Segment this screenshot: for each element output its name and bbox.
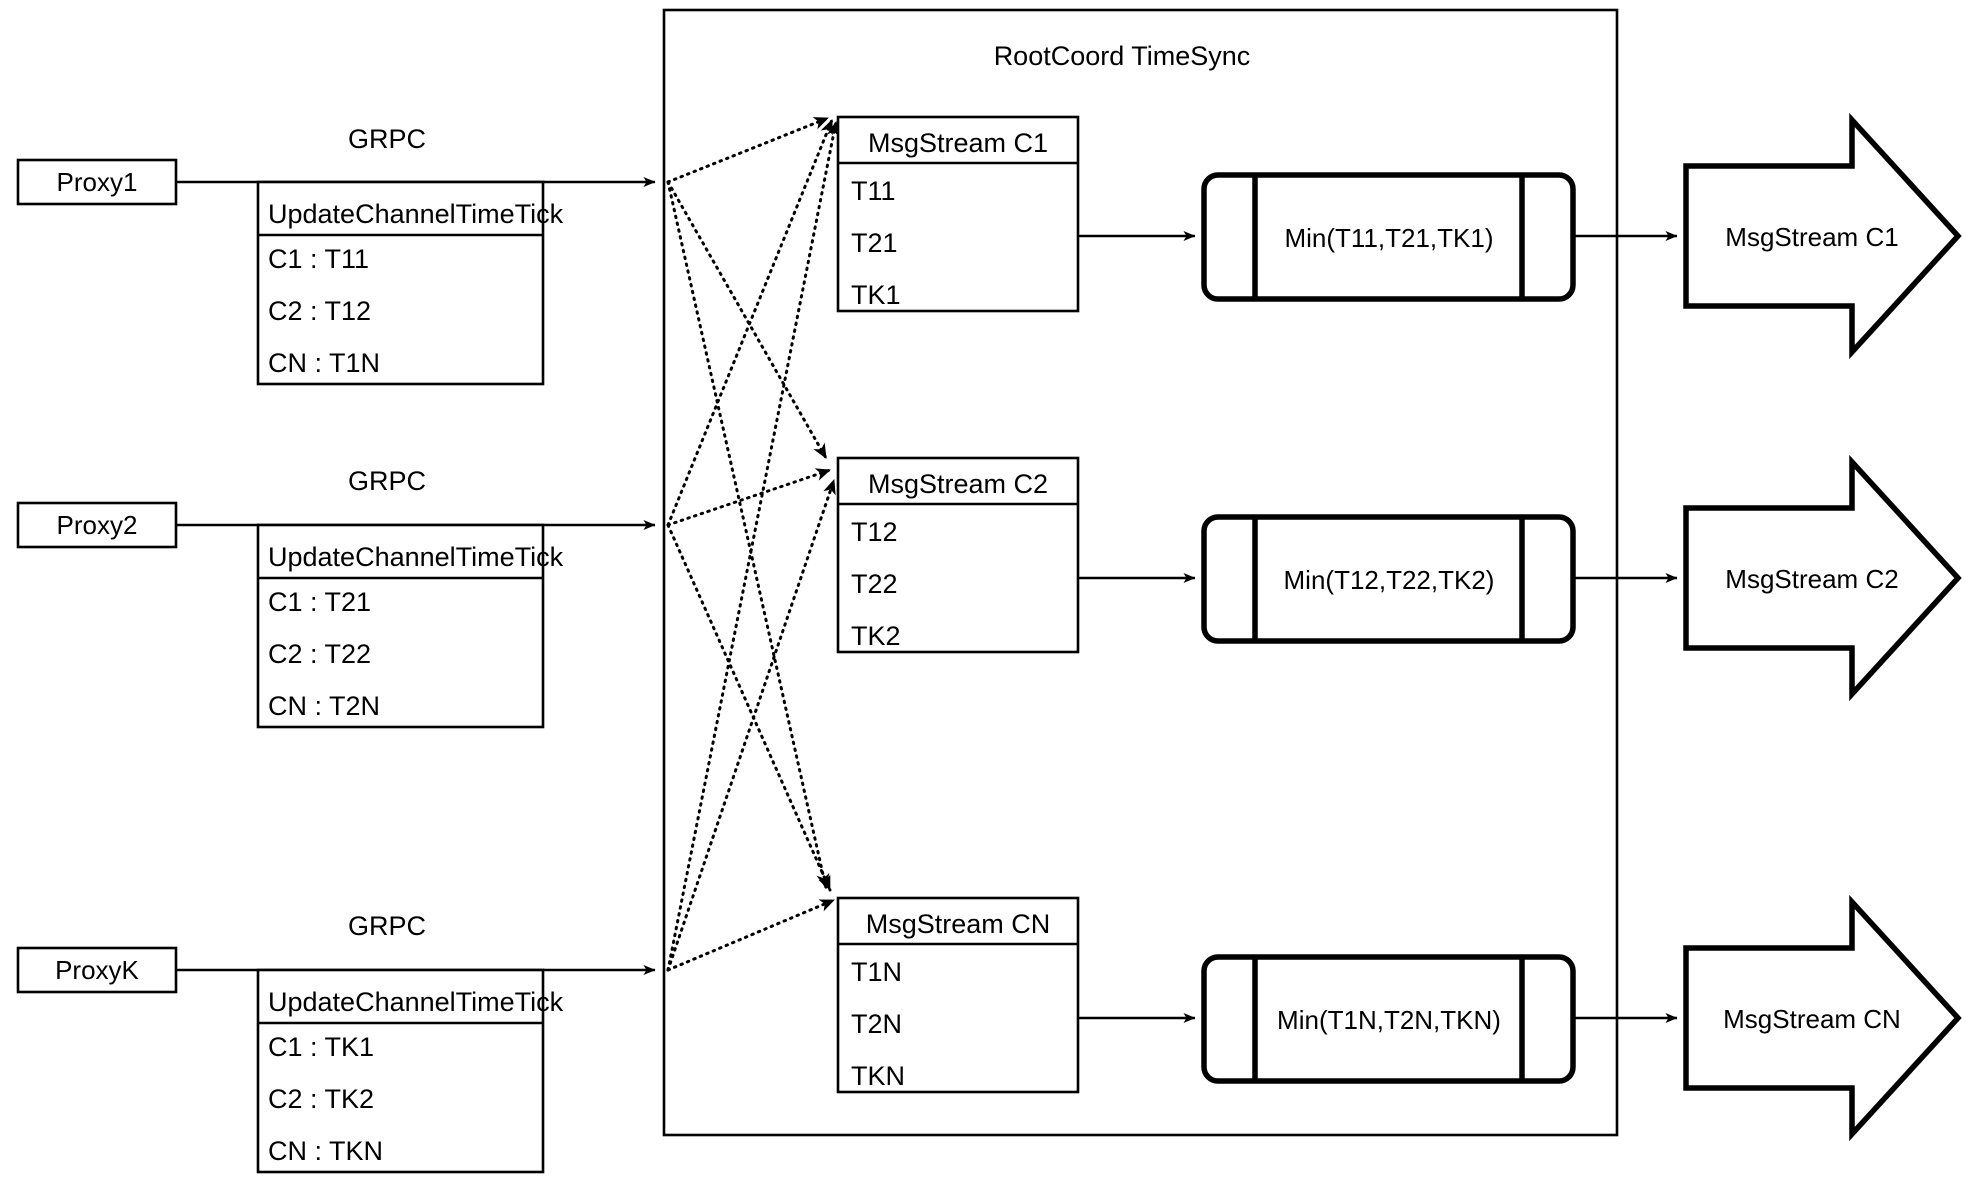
msgstream-row-1-2: T21 bbox=[851, 228, 898, 258]
dispatch-arrow-p1-c2 bbox=[666, 180, 828, 460]
grpc-label-1: GRPC bbox=[348, 124, 426, 154]
msgstream-row-3-3: TKN bbox=[851, 1061, 905, 1091]
output-arrow-label-2: MsgStream C2 bbox=[1725, 564, 1898, 594]
min-processor-label-2: Min(T12,T22,TK2) bbox=[1284, 565, 1495, 595]
dispatch-arrow-p3-c3 bbox=[666, 898, 836, 972]
grpc-label-3: GRPC bbox=[348, 911, 426, 941]
dispatch-arrow-p2-c2 bbox=[666, 468, 832, 527]
msgstream-box-3[interactable] bbox=[836, 896, 1080, 1094]
rootcoord-container-title: RootCoord TimeSync bbox=[994, 41, 1251, 71]
update-channel-timetick-row-3-3: CN : TKN bbox=[268, 1136, 383, 1166]
msgstream-title-2: MsgStream C2 bbox=[868, 469, 1048, 499]
dispatch-arrow-p3-c1 bbox=[666, 120, 840, 972]
msgstream-row-1-3: TK1 bbox=[851, 280, 901, 310]
proxy-box-1[interactable] bbox=[16, 158, 178, 206]
output-arrow-shape-1[interactable] bbox=[1683, 112, 1962, 360]
msgstream-title-1: MsgStream C1 bbox=[868, 128, 1048, 158]
proxy-box-2[interactable] bbox=[16, 501, 178, 549]
grpc-label-2: GRPC bbox=[348, 466, 426, 496]
msgstream-box-2[interactable] bbox=[836, 456, 1080, 654]
dispatch-arrow-p1-c3 bbox=[666, 180, 830, 890]
output-arrow-shape-2[interactable] bbox=[1683, 454, 1962, 702]
msgstream-row-1-1: T11 bbox=[851, 176, 896, 206]
update-channel-timetick-row-3-2: C2 : TK2 bbox=[268, 1084, 374, 1114]
update-channel-timetick-box-2[interactable] bbox=[256, 523, 545, 729]
update-channel-timetick-row-2-3: CN : T2N bbox=[268, 691, 380, 721]
proxy-label-3: ProxyK bbox=[55, 955, 139, 985]
min-processor-label-1: Min(T11,T21,TK1) bbox=[1284, 223, 1493, 253]
update-channel-timetick-title-2: UpdateChannelTimeTick bbox=[268, 542, 564, 572]
update-channel-timetick-row-2-2: C2 : T22 bbox=[268, 639, 371, 669]
msgstream-row-3-1: T1N bbox=[851, 957, 902, 987]
update-channel-timetick-row-1-1: C1 : T11 bbox=[268, 244, 369, 274]
msgstream-row-3-2: T2N bbox=[851, 1009, 902, 1039]
update-channel-timetick-box-3[interactable] bbox=[256, 968, 545, 1174]
update-channel-timetick-row-2-1: C1 : T21 bbox=[268, 587, 371, 617]
msgstream-row-2-1: T12 bbox=[851, 517, 898, 547]
update-channel-timetick-row-1-2: C2 : T12 bbox=[268, 296, 371, 326]
rootcoord-container bbox=[662, 8, 1619, 1137]
msgstream-box-1[interactable] bbox=[836, 115, 1080, 313]
dispatch-arrow-p2-c3 bbox=[666, 523, 832, 892]
update-channel-timetick-title-1: UpdateChannelTimeTick bbox=[268, 199, 564, 229]
update-channel-timetick-row-1-3: CN : T1N bbox=[268, 348, 380, 378]
output-arrow-label-1: MsgStream C1 bbox=[1725, 222, 1898, 252]
proxy-label-2: Proxy2 bbox=[57, 510, 138, 540]
msgstream-row-2-3: TK2 bbox=[851, 621, 901, 651]
update-channel-timetick-box-1[interactable] bbox=[256, 180, 545, 386]
proxy-label-1: Proxy1 bbox=[57, 167, 138, 197]
update-channel-timetick-row-3-1: C1 : TK1 bbox=[268, 1032, 374, 1062]
min-processor-label-3: Min(T1N,T2N,TKN) bbox=[1277, 1005, 1501, 1035]
dispatch-arrow-p3-c2 bbox=[666, 478, 836, 972]
msgstream-title-3: MsgStream CN bbox=[866, 909, 1051, 939]
dispatch-arrow-p2-c1 bbox=[666, 118, 834, 527]
output-arrow-shape-3[interactable] bbox=[1683, 894, 1962, 1142]
output-arrow-label-3: MsgStream CN bbox=[1723, 1004, 1901, 1034]
update-channel-timetick-title-3: UpdateChannelTimeTick bbox=[268, 987, 564, 1017]
msgstream-row-2-2: T22 bbox=[851, 569, 898, 599]
dispatch-arrow-p1-c1 bbox=[666, 116, 830, 184]
